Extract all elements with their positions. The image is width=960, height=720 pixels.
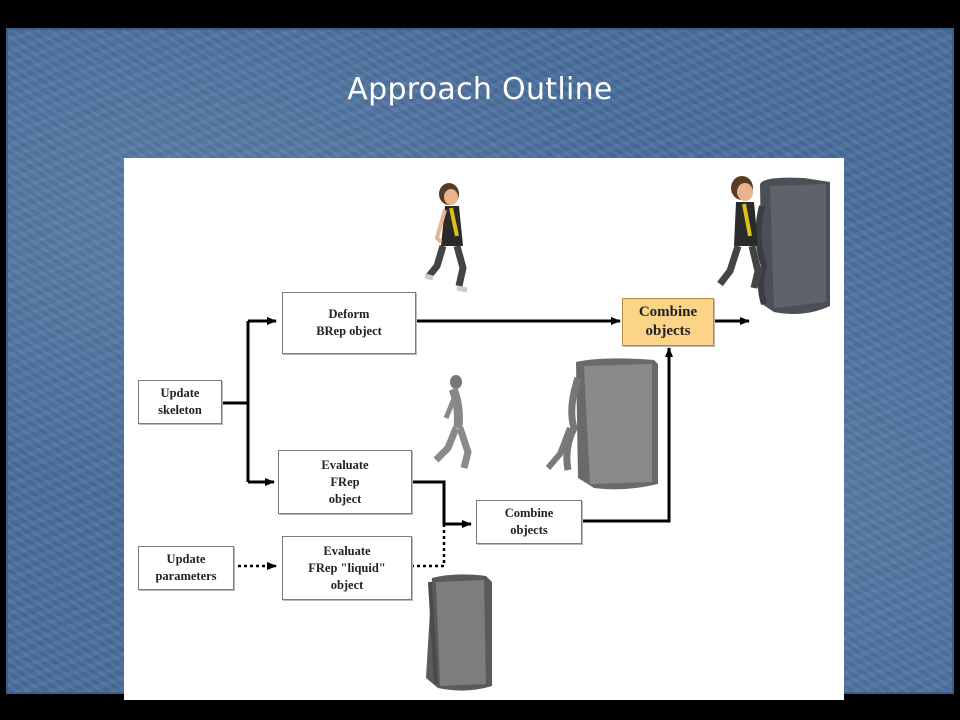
- evaluate-frep-line3: object: [328, 491, 362, 506]
- frep-blend-illustration: [545, 358, 658, 490]
- combine-objects-box: Combine objects: [476, 500, 582, 544]
- combined-result-illustration: [717, 176, 830, 314]
- edge-liquid-to-combine: [411, 524, 446, 568]
- slide: Approach Outline: [6, 28, 954, 700]
- edge-combine-to-final: [580, 347, 673, 523]
- deform-brep-line1: Deform: [328, 307, 370, 321]
- combine-final-line1: Combine: [638, 304, 698, 320]
- evaluate-liquid-line1: Evaluate: [323, 543, 371, 558]
- evaluate-frep-line1: Evaluate: [321, 457, 369, 472]
- edge-skeleton-trunk: [222, 321, 250, 482]
- diagram-panel: Update skeleton Deform BRep object Evalu…: [124, 158, 844, 700]
- combine-final-box: Combine objects: [622, 298, 714, 346]
- edge-frep-to-combine: [411, 480, 472, 528]
- evaluate-liquid-line2: FRep "liquid": [308, 560, 386, 575]
- evaluate-liquid-line3: object: [330, 577, 364, 592]
- slide-title: Approach Outline: [347, 72, 613, 107]
- evaluate-frep-box: Evaluate FRep object: [278, 450, 412, 514]
- update-parameters-box: Update parameters: [138, 546, 234, 590]
- update-parameters-line1: Update: [166, 552, 206, 566]
- combine-lower-line1: Combine: [504, 506, 554, 520]
- update-skeleton-box: Update skeleton: [138, 380, 222, 424]
- walking-character-illustration: [424, 183, 468, 293]
- update-parameters-line2: parameters: [155, 569, 217, 583]
- update-skeleton-line2: skeleton: [158, 403, 202, 417]
- deform-brep-line2: BRep object: [316, 324, 382, 338]
- update-skeleton-line1: Update: [160, 386, 200, 400]
- evaluate-frep-line2: FRep: [330, 474, 360, 489]
- frep-figure-illustration: [433, 375, 472, 469]
- frep-liquid-illustration: [426, 574, 492, 691]
- evaluate-liquid-box: Evaluate FRep "liquid" object: [282, 536, 412, 600]
- connector-lines: [222, 176, 830, 691]
- deform-brep-box: Deform BRep object: [282, 292, 416, 354]
- combine-final-line2: objects: [645, 323, 691, 339]
- combine-lower-line2: objects: [510, 523, 548, 537]
